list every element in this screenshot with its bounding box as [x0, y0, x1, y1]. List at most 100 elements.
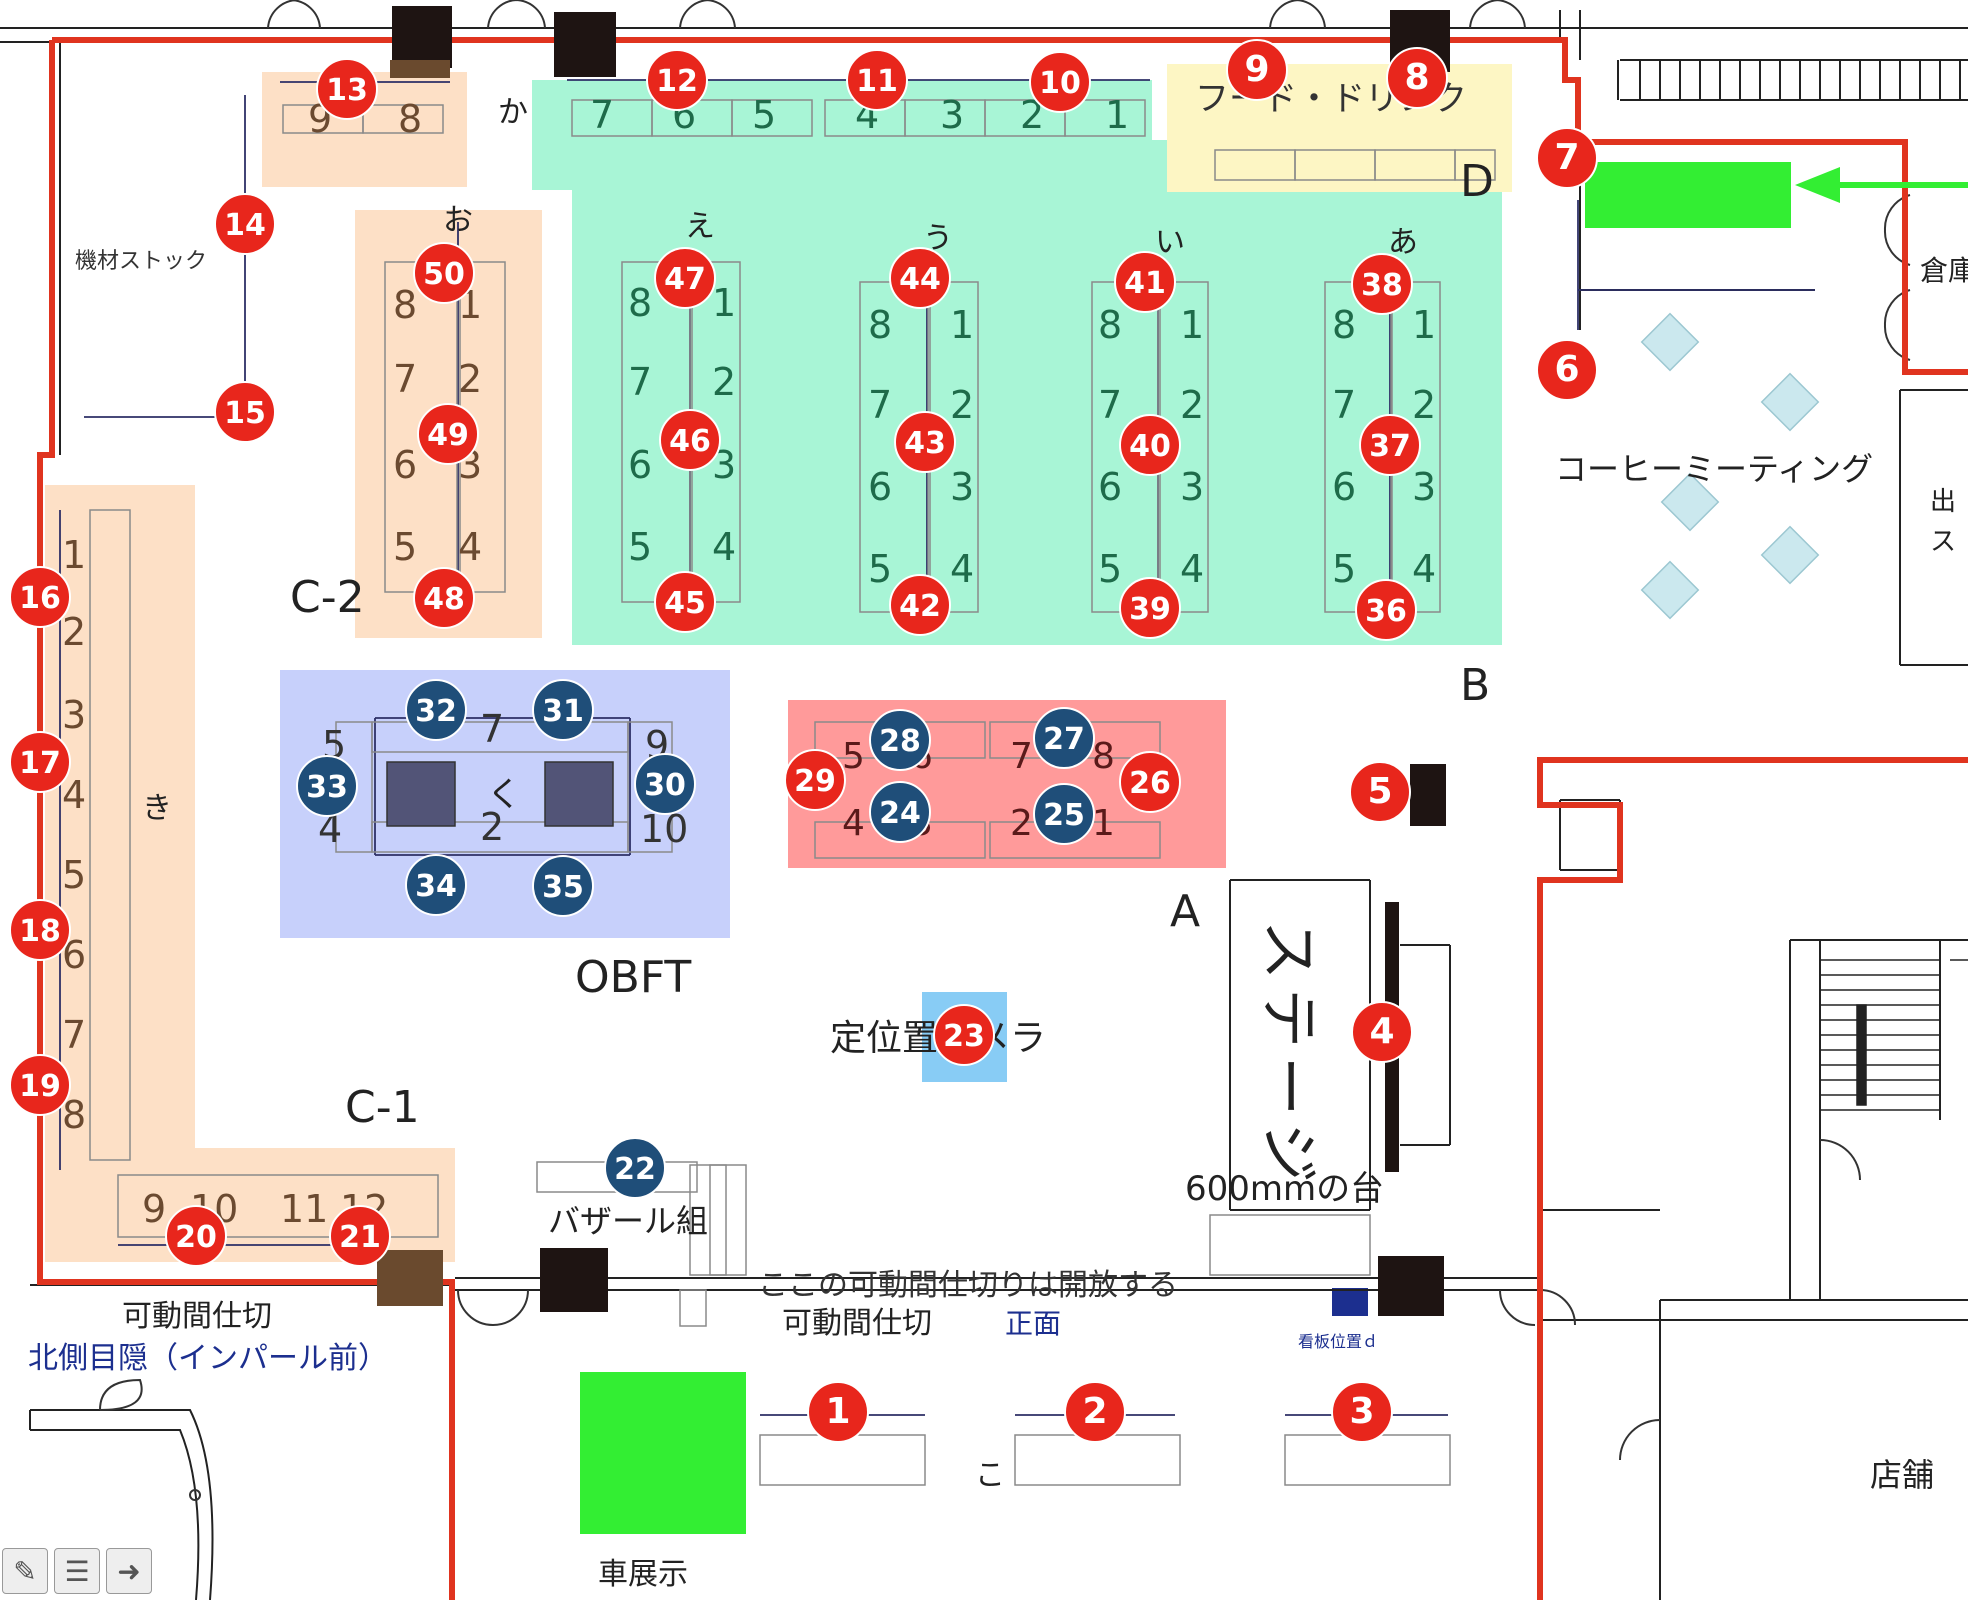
- list-icon[interactable]: ☰: [54, 1548, 100, 1594]
- marker-circle[interactable]: [1351, 1001, 1413, 1063]
- marker-circle[interactable]: [1119, 577, 1181, 639]
- marker-43[interactable]: 43: [894, 411, 956, 473]
- marker-circle[interactable]: [405, 854, 467, 916]
- marker-44[interactable]: 44: [889, 247, 951, 309]
- marker-circle[interactable]: [405, 679, 467, 741]
- marker-circle[interactable]: [1033, 783, 1095, 845]
- marker-circle[interactable]: [413, 242, 475, 304]
- marker-circle[interactable]: [1114, 251, 1176, 313]
- marker-circle[interactable]: [1355, 579, 1417, 641]
- marker-35[interactable]: 35: [532, 855, 594, 917]
- marker-17[interactable]: 17: [9, 731, 71, 793]
- marker-circle[interactable]: [1386, 47, 1448, 109]
- marker-circle[interactable]: [654, 571, 716, 633]
- marker-8[interactable]: 8: [1386, 47, 1448, 109]
- marker-49[interactable]: 49: [417, 403, 479, 465]
- marker-circle[interactable]: [869, 709, 931, 771]
- marker-circle[interactable]: [646, 49, 708, 111]
- marker-circle[interactable]: [659, 409, 721, 471]
- marker-circle[interactable]: [1226, 39, 1288, 101]
- marker-6[interactable]: 6: [1536, 339, 1598, 401]
- marker-circle[interactable]: [329, 1205, 391, 1267]
- marker-circle[interactable]: [1351, 253, 1413, 315]
- marker-23[interactable]: 23: [933, 1004, 995, 1066]
- marker-47[interactable]: 47: [654, 247, 716, 309]
- marker-14[interactable]: 14: [214, 193, 276, 255]
- marker-42[interactable]: 42: [889, 574, 951, 636]
- marker-circle[interactable]: [1349, 761, 1411, 823]
- marker-circle[interactable]: [1119, 414, 1181, 476]
- marker-circle[interactable]: [9, 899, 71, 961]
- marker-5[interactable]: 5: [1349, 761, 1411, 823]
- marker-27[interactable]: 27: [1033, 707, 1095, 769]
- marker-circle[interactable]: [933, 1004, 995, 1066]
- marker-32[interactable]: 32: [405, 679, 467, 741]
- marker-39[interactable]: 39: [1119, 577, 1181, 639]
- marker-circle[interactable]: [604, 1137, 666, 1199]
- marker-circle[interactable]: [869, 781, 931, 843]
- marker-21[interactable]: 21: [329, 1205, 391, 1267]
- marker-34[interactable]: 34: [405, 854, 467, 916]
- marker-40[interactable]: 40: [1119, 414, 1181, 476]
- arrow-right-icon[interactable]: ➜: [106, 1548, 152, 1594]
- marker-48[interactable]: 48: [413, 567, 475, 629]
- marker-29[interactable]: 29: [784, 749, 846, 811]
- marker-circle[interactable]: [1119, 751, 1181, 813]
- marker-9[interactable]: 9: [1226, 39, 1288, 101]
- marker-circle[interactable]: [296, 755, 358, 817]
- marker-22[interactable]: 22: [604, 1137, 666, 1199]
- marker-1[interactable]: 1: [807, 1381, 869, 1443]
- marker-31[interactable]: 31: [532, 679, 594, 741]
- marker-45[interactable]: 45: [654, 571, 716, 633]
- marker-15[interactable]: 15: [214, 381, 276, 443]
- marker-18[interactable]: 18: [9, 899, 71, 961]
- marker-13[interactable]: 13: [316, 58, 378, 120]
- marker-50[interactable]: 50: [413, 242, 475, 304]
- marker-37[interactable]: 37: [1359, 414, 1421, 476]
- marker-circle[interactable]: [889, 574, 951, 636]
- marker-circle[interactable]: [316, 58, 378, 120]
- marker-circle[interactable]: [165, 1205, 227, 1267]
- marker-circle[interactable]: [532, 855, 594, 917]
- marker-circle[interactable]: [9, 566, 71, 628]
- marker-circle[interactable]: [214, 193, 276, 255]
- marker-7[interactable]: 7: [1536, 127, 1598, 189]
- marker-circle[interactable]: [784, 749, 846, 811]
- marker-26[interactable]: 26: [1119, 751, 1181, 813]
- marker-25[interactable]: 25: [1033, 783, 1095, 845]
- marker-33[interactable]: 33: [296, 755, 358, 817]
- marker-circle[interactable]: [894, 411, 956, 473]
- marker-circle[interactable]: [634, 753, 696, 815]
- marker-38[interactable]: 38: [1351, 253, 1413, 315]
- marker-circle[interactable]: [1536, 127, 1598, 189]
- marker-3[interactable]: 3: [1331, 1381, 1393, 1443]
- marker-circle[interactable]: [9, 1054, 71, 1116]
- marker-circle[interactable]: [1029, 51, 1091, 113]
- marker-12[interactable]: 12: [646, 49, 708, 111]
- marker-11[interactable]: 11: [846, 49, 908, 111]
- marker-36[interactable]: 36: [1355, 579, 1417, 641]
- marker-circle[interactable]: [413, 567, 475, 629]
- marker-circle[interactable]: [654, 247, 716, 309]
- marker-16[interactable]: 16: [9, 566, 71, 628]
- marker-circle[interactable]: [1033, 707, 1095, 769]
- marker-circle[interactable]: [1359, 414, 1421, 476]
- marker-2[interactable]: 2: [1064, 1381, 1126, 1443]
- marker-circle[interactable]: [1536, 339, 1598, 401]
- marker-41[interactable]: 41: [1114, 251, 1176, 313]
- marker-30[interactable]: 30: [634, 753, 696, 815]
- marker-4[interactable]: 4: [1351, 1001, 1413, 1063]
- marker-circle[interactable]: [807, 1381, 869, 1443]
- marker-circle[interactable]: [532, 679, 594, 741]
- marker-circle[interactable]: [9, 731, 71, 793]
- marker-circle[interactable]: [846, 49, 908, 111]
- marker-19[interactable]: 19: [9, 1054, 71, 1116]
- pencil-icon[interactable]: ✎: [2, 1548, 48, 1594]
- marker-20[interactable]: 20: [165, 1205, 227, 1267]
- marker-10[interactable]: 10: [1029, 51, 1091, 113]
- marker-circle[interactable]: [417, 403, 479, 465]
- marker-46[interactable]: 46: [659, 409, 721, 471]
- marker-28[interactable]: 28: [869, 709, 931, 771]
- marker-24[interactable]: 24: [869, 781, 931, 843]
- marker-circle[interactable]: [214, 381, 276, 443]
